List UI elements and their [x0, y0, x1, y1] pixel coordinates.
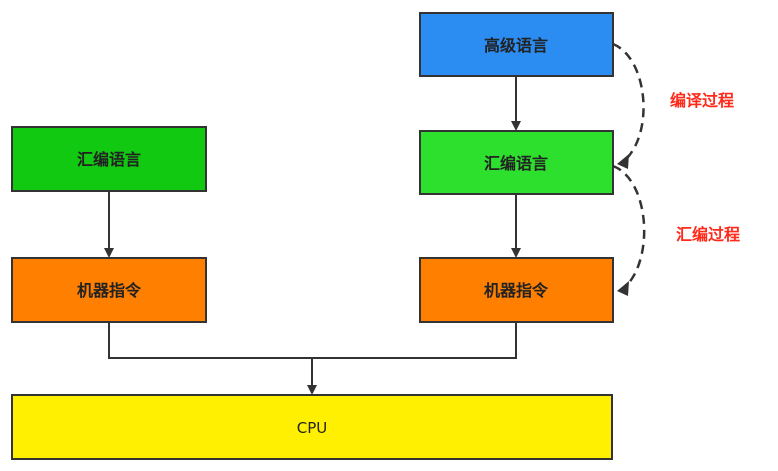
machine-instructions-label-right: 机器指令 — [484, 281, 549, 300]
assembly-language-label-left: 汇编语言 — [77, 150, 141, 169]
high-level-language-box — [419, 12, 614, 77]
assemble-process-label: 汇编过程 — [676, 225, 740, 244]
machine-instructions-label-left: 机器指令 — [77, 281, 142, 300]
connector-right-machine-to-bus — [312, 322, 517, 359]
cpu-box — [11, 394, 613, 460]
machine-instructions-box-left — [11, 257, 207, 323]
compile-process-arrowhead — [617, 154, 629, 169]
assemble-process-dashed-arrow — [612, 164, 646, 290]
assembly-language-box-left — [11, 126, 207, 192]
compile-process-label: 编译过程 — [670, 91, 734, 110]
compile-process-dashed-arrow — [612, 42, 645, 163]
assembly-language-label-right: 汇编语言 — [484, 154, 548, 173]
cpu-label: CPU — [297, 419, 328, 437]
high-level-language-label: 高级语言 — [484, 36, 548, 55]
assemble-process-arrowhead — [617, 281, 629, 296]
assembly-language-box-right — [419, 130, 614, 195]
connector-left-machine-to-bus — [108, 322, 312, 359]
